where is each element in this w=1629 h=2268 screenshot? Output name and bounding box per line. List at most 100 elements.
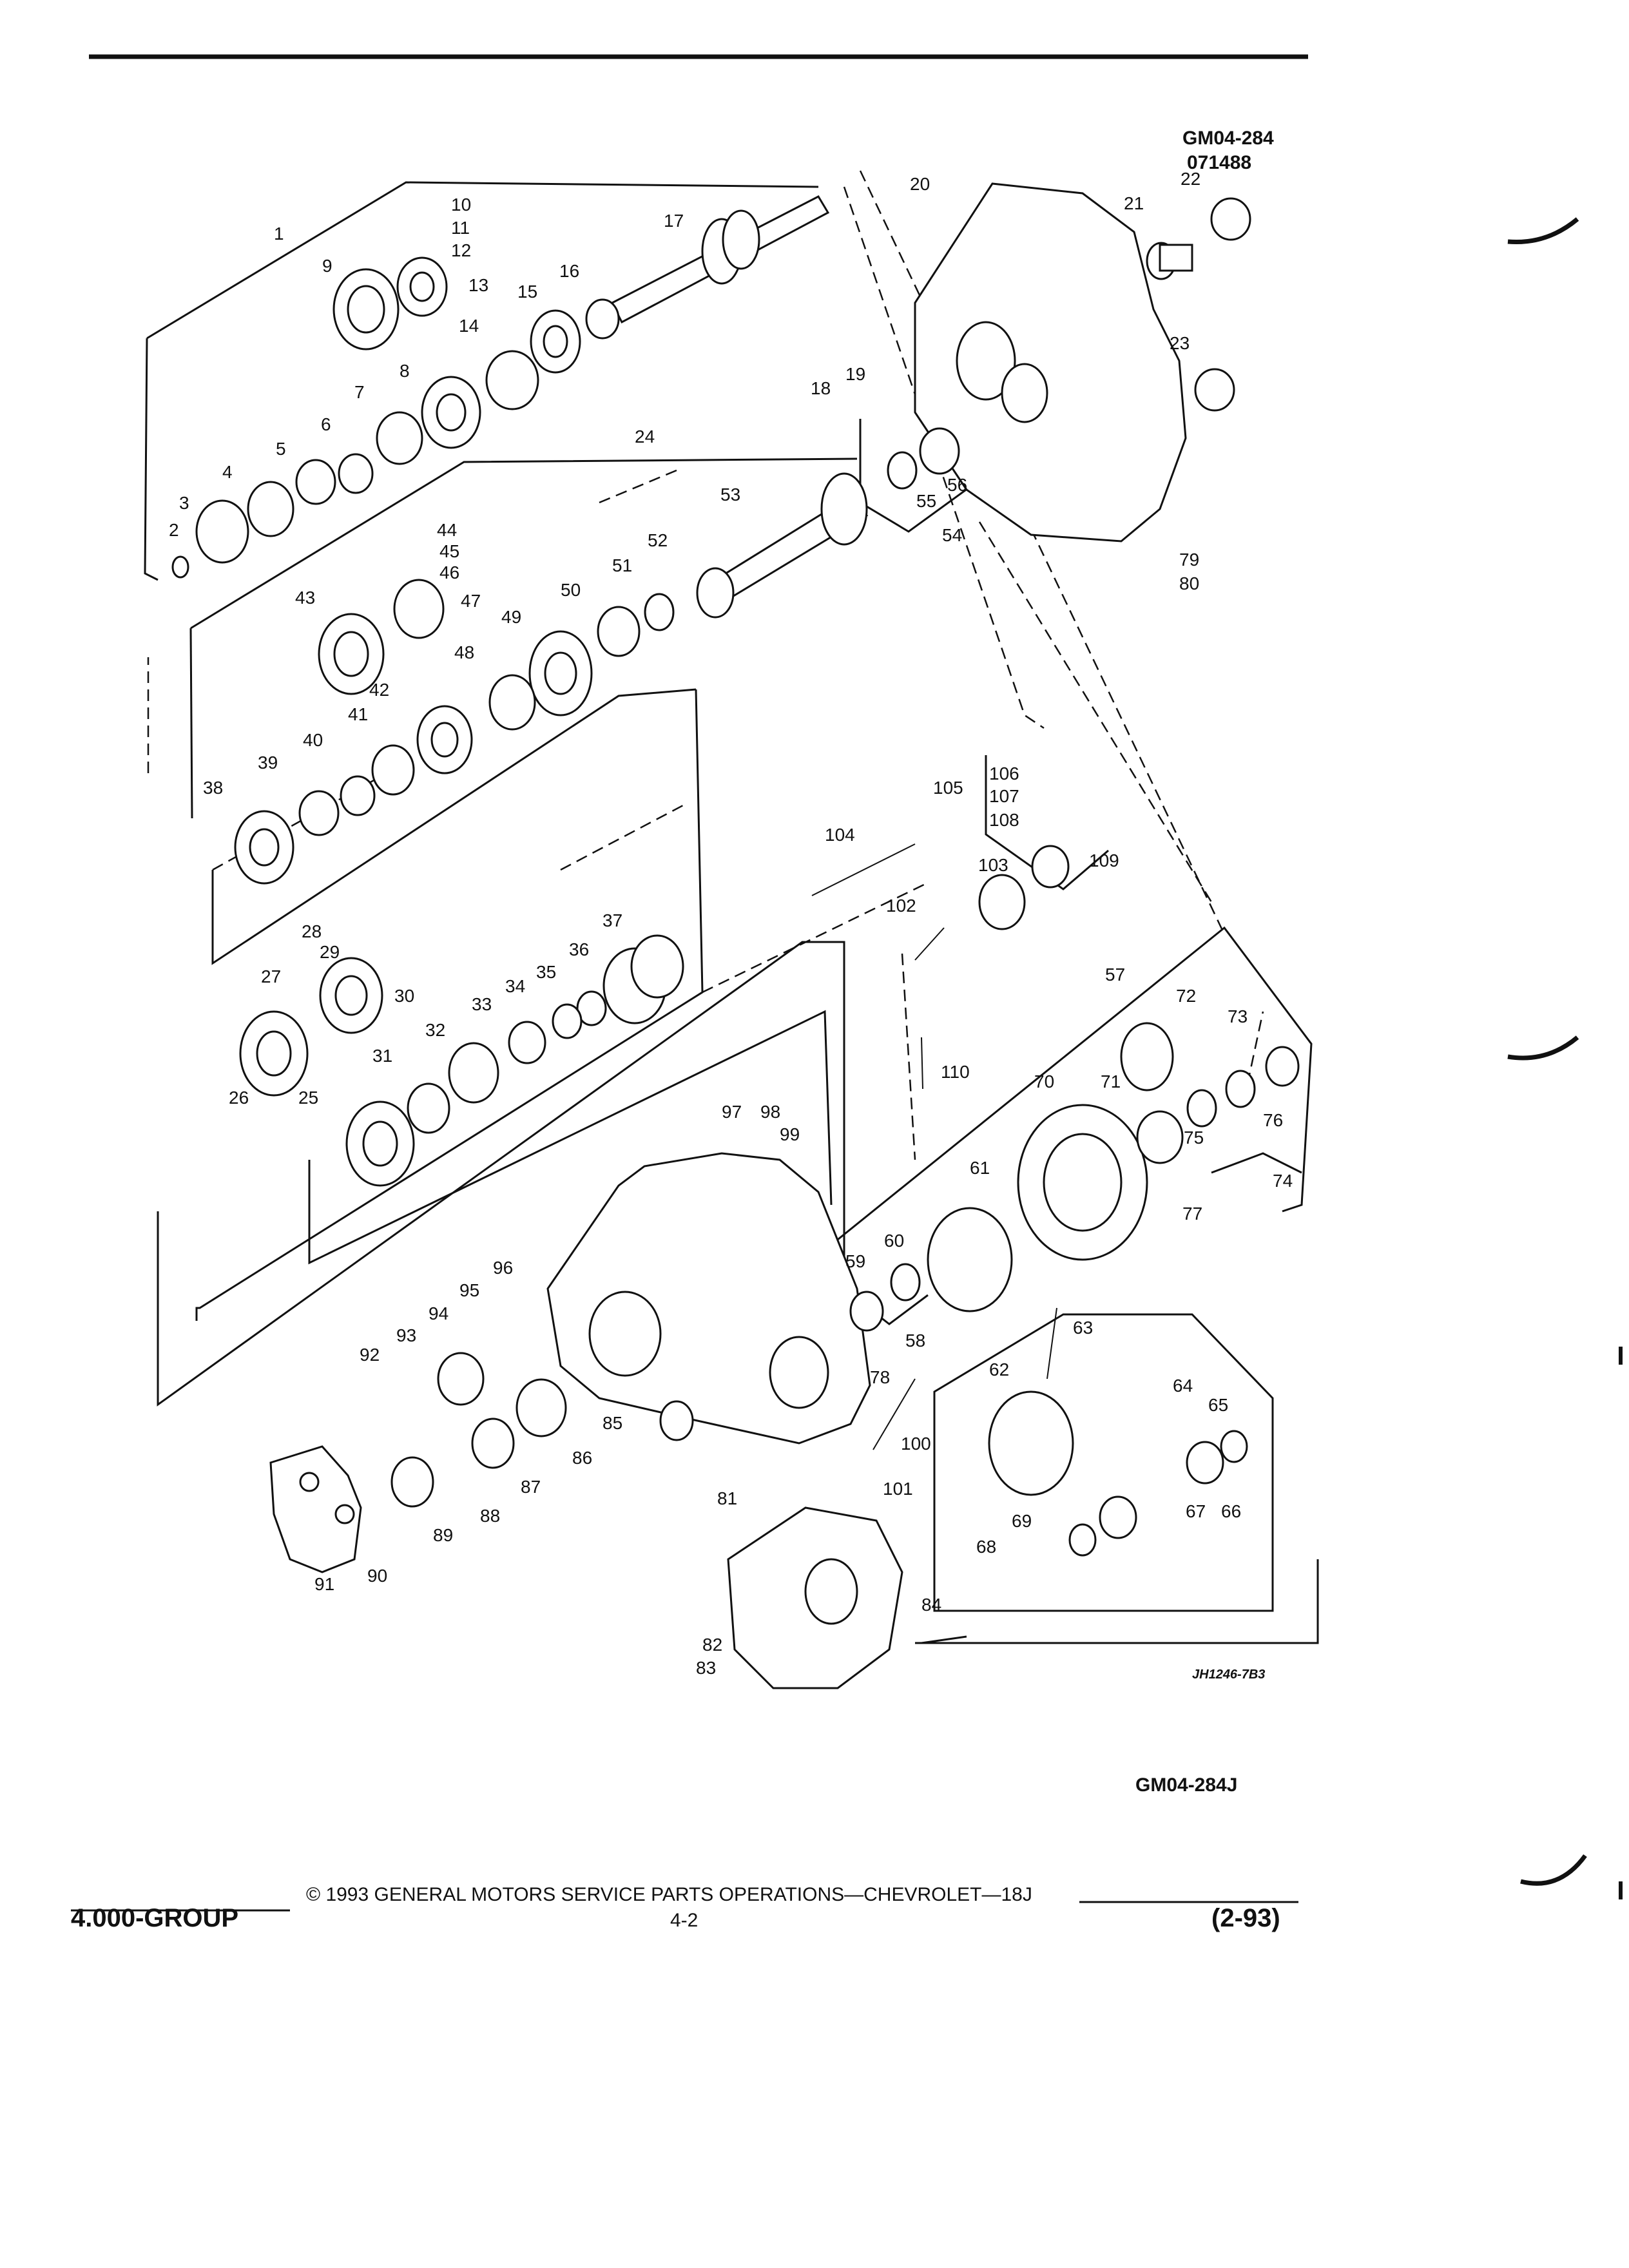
- callout-94: 94: [429, 1303, 448, 1323]
- bracket-assembly-1: [146, 181, 819, 340]
- callout-25: 25: [298, 1088, 318, 1108]
- callout-56: 56: [947, 475, 967, 495]
- callout-78: 78: [870, 1367, 890, 1387]
- callout-61: 61: [970, 1158, 990, 1178]
- callout-46: 46: [439, 562, 459, 582]
- callout-90: 90: [367, 1566, 387, 1586]
- gear-49: [528, 630, 593, 716]
- callout-67: 67: [1186, 1501, 1206, 1521]
- callout-84: 84: [921, 1595, 941, 1615]
- callout-89: 89: [433, 1525, 453, 1545]
- gear-38: [234, 810, 294, 885]
- callout-107: 107: [989, 786, 1019, 806]
- ring-71: [1136, 1110, 1184, 1164]
- callout-39: 39: [258, 753, 278, 773]
- gear-25: [345, 1100, 415, 1187]
- margin-mark: [1507, 217, 1579, 245]
- gear-32: [448, 1042, 499, 1104]
- callout-88: 88: [480, 1506, 500, 1526]
- callout-8: 8: [400, 361, 410, 381]
- bearing-39: [298, 790, 340, 836]
- callout-47: 47: [461, 591, 481, 611]
- callout-22: 22: [1181, 169, 1200, 189]
- diff-case-62: [988, 1390, 1074, 1496]
- ring-59: [849, 1291, 884, 1332]
- bracket-housing: [157, 941, 845, 1407]
- callout-109: 109: [1089, 850, 1119, 870]
- callout-6: 6: [321, 414, 331, 434]
- callout-102: 102: [886, 896, 916, 916]
- gear-86: [516, 1378, 567, 1437]
- callout-76: 76: [1263, 1110, 1283, 1130]
- gear-8: [421, 376, 481, 449]
- callout-62: 62: [989, 1360, 1009, 1379]
- callout-49: 49: [501, 607, 521, 627]
- callout-81: 81: [717, 1488, 737, 1508]
- bracket-assembly-1: [144, 338, 159, 581]
- callout-104: 104: [825, 825, 855, 845]
- callout-60: 60: [884, 1231, 904, 1251]
- transaxle-case: [546, 1152, 871, 1445]
- callout-14: 14: [459, 316, 479, 336]
- callout-28: 28: [302, 921, 322, 941]
- margin-mark: [1619, 1347, 1623, 1365]
- ring-76: [1225, 1070, 1256, 1108]
- bearing-60: [890, 1263, 921, 1302]
- alignment-line: [702, 881, 929, 994]
- callout-59: 59: [845, 1251, 865, 1271]
- gear-14: [485, 350, 539, 410]
- callout-20: 20: [910, 174, 930, 194]
- callout-85: 85: [602, 1413, 622, 1433]
- alignment-line: [560, 804, 684, 871]
- callout-103: 103: [978, 855, 1008, 875]
- callout-69: 69: [1012, 1511, 1032, 1531]
- gear-4: [247, 481, 294, 537]
- callout-35: 35: [536, 962, 556, 982]
- figure-date: 071488: [1187, 152, 1251, 173]
- bracket-assembly-24: [195, 689, 704, 1321]
- callout-13: 13: [468, 275, 488, 295]
- bracket-105: [985, 755, 1109, 890]
- bracket-assembly-24: [211, 688, 697, 965]
- callout-18: 18: [811, 378, 831, 398]
- bracket-differential: [824, 926, 1313, 1251]
- callout-19: 19: [845, 364, 865, 384]
- callout-106: 106: [989, 764, 1019, 783]
- sensor-110: [921, 1037, 923, 1090]
- callout-41: 41: [348, 704, 368, 724]
- footer-revision: (2-93): [1211, 1904, 1280, 1932]
- washer-52: [696, 567, 735, 619]
- alignment-line: [978, 521, 1213, 903]
- callout-63: 63: [1073, 1318, 1093, 1338]
- footer-copyright: © 1993 GENERAL MOTORS SERVICE PARTS OPER…: [306, 1884, 1032, 1905]
- callout-75: 75: [1184, 1128, 1204, 1148]
- alignment-line: [1242, 1011, 1264, 1102]
- callout-58: 58: [905, 1331, 925, 1350]
- callout-7: 7: [354, 382, 365, 402]
- washer-65: [1068, 1430, 1248, 1557]
- callout-110: 110: [941, 1062, 970, 1082]
- callout-21: 21: [1124, 193, 1144, 213]
- callout-30: 30: [394, 986, 414, 1006]
- bracket-assembly-24: [189, 628, 193, 819]
- callout-71: 71: [1101, 1072, 1121, 1091]
- ring-31: [407, 1082, 450, 1134]
- callout-32: 32: [425, 1020, 445, 1040]
- gear-30: [319, 957, 383, 1034]
- callout-91: 91: [314, 1574, 334, 1594]
- gear-26: [239, 1010, 309, 1097]
- margin-mark: [1619, 1881, 1623, 1899]
- callout-72: 72: [1176, 986, 1196, 1006]
- bearing-50: [597, 606, 641, 657]
- gear-103: [978, 874, 1026, 930]
- ring-87: [471, 1418, 515, 1469]
- figure-id: GM04-284J: [1135, 1774, 1237, 1796]
- clutch-housing: [914, 182, 1187, 543]
- callout-95: 95: [459, 1280, 479, 1300]
- callout-73: 73: [1228, 1006, 1248, 1026]
- alignment-line: [859, 170, 1226, 935]
- callout-15: 15: [517, 282, 537, 302]
- callout-53: 53: [720, 485, 740, 505]
- bearing-16: [585, 298, 620, 340]
- callout-27: 27: [261, 966, 281, 986]
